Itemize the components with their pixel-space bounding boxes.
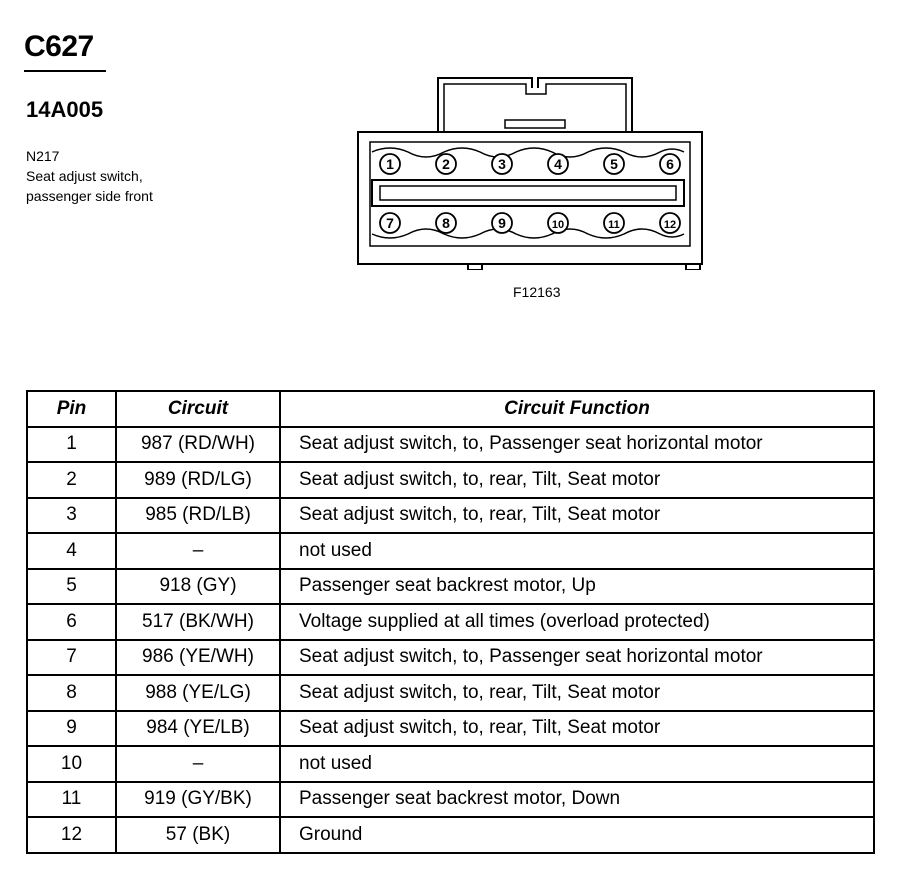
connector-description: N217 Seat adjust switch, passenger side … [26, 146, 153, 206]
circuit-cell: 986 (YE/WH) [115, 638, 281, 676]
pin-circle [659, 153, 681, 175]
function-cell: Ground [279, 816, 875, 854]
pin-number-label: 3 [498, 156, 506, 172]
description-line-2: passenger side front [26, 188, 153, 204]
title-underline [24, 70, 106, 72]
header-circuit: Circuit [115, 390, 281, 428]
pin-circle [547, 153, 569, 175]
pin-cell: 11 [26, 780, 117, 818]
figure-label: F12163 [513, 284, 561, 300]
pin-number-label: 8 [442, 215, 450, 231]
pin-circle [603, 212, 625, 234]
pin-cell: 5 [26, 567, 117, 605]
pin-circle [435, 212, 457, 234]
pin-number-label: 11 [608, 219, 620, 231]
header-function: Circuit Function [279, 390, 875, 428]
function-cell: Seat adjust switch, to, rear, Tilt, Seat… [279, 674, 875, 712]
circuit-cell: 988 (YE/LG) [115, 674, 281, 712]
function-cell: Seat adjust switch, to, rear, Tilt, Seat… [279, 496, 875, 534]
circuit-cell: 989 (RD/LG) [115, 461, 281, 499]
pin-circle [547, 212, 569, 234]
description-line-1: Seat adjust switch, [26, 168, 143, 184]
header-pin: Pin [26, 390, 117, 428]
pin-circle [659, 212, 681, 234]
function-cell: Seat adjust switch, to, rear, Tilt, Seat… [279, 461, 875, 499]
pin-cell: 1 [26, 425, 117, 463]
table-row: 10–not used [26, 745, 875, 783]
top-row-pins: 1 2 3 4 5 6 [379, 153, 681, 175]
function-cell: Passenger seat backrest motor, Down [279, 780, 875, 818]
pin-number-label: 5 [610, 156, 618, 172]
table-header-row: Pin Circuit Circuit Function [26, 390, 875, 428]
bottom-row-pins: 7 8 9 10 11 12 [379, 212, 681, 234]
pin-cell: 10 [26, 745, 117, 783]
circuit-cell: – [115, 532, 281, 570]
circuit-cell: 517 (BK/WH) [115, 603, 281, 641]
pin-cell: 6 [26, 603, 117, 641]
pin-cell: 12 [26, 816, 117, 854]
function-cell: Seat adjust switch, to, rear, Tilt, Seat… [279, 709, 875, 747]
pin-cell: 9 [26, 709, 117, 747]
function-cell: Voltage supplied at all times (overload … [279, 603, 875, 641]
pin-cell: 4 [26, 532, 117, 570]
pin-number-label: 9 [498, 215, 506, 231]
circuit-cell: 57 (BK) [115, 816, 281, 854]
connector-id: C627 [24, 30, 94, 63]
pin-cell: 8 [26, 674, 117, 712]
function-cell: Seat adjust switch, to, Passenger seat h… [279, 425, 875, 463]
circuit-cell: 918 (GY) [115, 567, 281, 605]
pin-number-label: 12 [664, 219, 676, 231]
pin-number-label: 10 [552, 219, 564, 231]
pin-cell: 2 [26, 461, 117, 499]
function-cell: not used [279, 745, 875, 783]
connector-code: N217 [26, 148, 60, 164]
circuit-cell: – [115, 745, 281, 783]
pin-number-label: 2 [442, 156, 450, 172]
circuit-cell: 985 (RD/LB) [115, 496, 281, 534]
function-cell: Passenger seat backrest motor, Up [279, 567, 875, 605]
pin-circle [435, 153, 457, 175]
function-cell: Seat adjust switch, to, Passenger seat h… [279, 638, 875, 676]
pin-cell: 7 [26, 638, 117, 676]
part-number: 14A005 [26, 97, 104, 122]
pin-circle [379, 153, 401, 175]
circuit-cell: 984 (YE/LB) [115, 709, 281, 747]
pin-circle [491, 212, 513, 234]
pin-circle [491, 153, 513, 175]
table-row: 4–not used [26, 532, 875, 570]
pin-number-label: 6 [666, 156, 674, 172]
pin-number-label: 4 [554, 156, 562, 172]
pin-circle [603, 153, 625, 175]
circuit-cell: 919 (GY/BK) [115, 780, 281, 818]
circuit-cell: 987 (RD/WH) [115, 425, 281, 463]
pin-cell: 3 [26, 496, 117, 534]
function-cell: not used [279, 532, 875, 570]
pin-number-label: 1 [386, 156, 394, 172]
pin-circle [379, 212, 401, 234]
pin-number-label: 7 [386, 215, 394, 231]
